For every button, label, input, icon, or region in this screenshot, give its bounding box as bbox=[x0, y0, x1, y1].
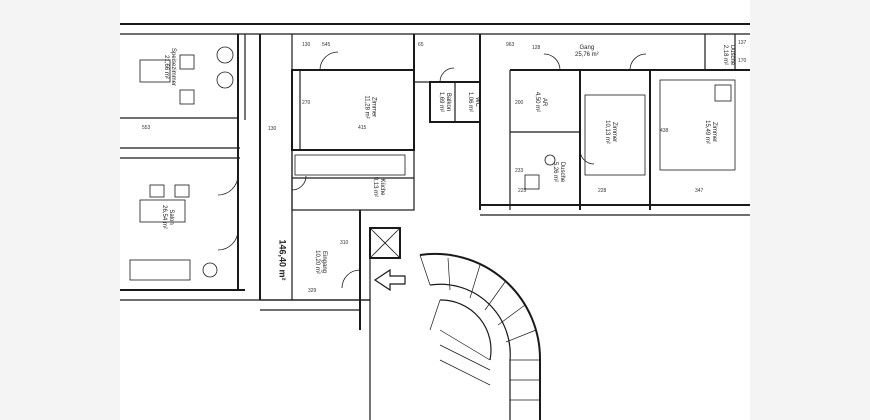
dim-137: 137 bbox=[738, 40, 747, 46]
room-zimmer-15: Zimmer 15,49 m² bbox=[703, 120, 717, 144]
dim-225: 225 bbox=[518, 188, 527, 194]
room-dusche-top-name: Dusche bbox=[729, 44, 736, 66]
dim-228: 228 bbox=[598, 188, 607, 194]
room-ar-area: 4,50 m² bbox=[534, 91, 541, 113]
floor-plan: Gang 25,76 m² Dusche 2,18 m² Speisezimme… bbox=[120, 0, 750, 420]
room-wc-area: 1,06 m² bbox=[467, 91, 474, 113]
dim-310: 310 bbox=[340, 240, 349, 246]
dim-270: 270 bbox=[302, 100, 311, 106]
room-zimmer-mid-name: Zimmer bbox=[370, 96, 377, 118]
dim-545: 545 bbox=[322, 42, 331, 48]
dim-170: 170 bbox=[738, 58, 747, 64]
room-zimmer-10-name: Zimmer bbox=[610, 121, 617, 143]
room-zimmer-15-name: Zimmer bbox=[710, 121, 717, 143]
room-dusche-top-area: 2,18 m² bbox=[722, 44, 729, 66]
room-zimmer-10: Zimmer 10,13 m² bbox=[603, 120, 617, 144]
room-dusche-mid-name: Dusche bbox=[559, 161, 566, 183]
room-zimmer-15-area: 15,49 m² bbox=[703, 120, 710, 144]
room-kueche-name: Küche bbox=[379, 178, 386, 196]
total-area: 146,40 m² bbox=[277, 239, 288, 281]
room-zimmer-mid-area: 11,28 m² bbox=[363, 95, 370, 119]
dim-130a: 130 bbox=[302, 42, 311, 48]
room-balkon-name: Balkon bbox=[445, 92, 452, 112]
dim-553: 553 bbox=[142, 125, 151, 131]
room-eingang-area: 10,20 m² bbox=[313, 250, 320, 274]
dim-130b: 130 bbox=[268, 126, 277, 132]
room-eingang: Eingang 10,20 m² bbox=[313, 250, 327, 274]
dim-329: 329 bbox=[308, 288, 317, 294]
dim-415: 415 bbox=[358, 125, 367, 131]
room-speisezimmer-area: 21,66 m² bbox=[163, 55, 170, 79]
room-dusche-mid-area: 5,26 m² bbox=[552, 161, 559, 183]
room-speisezimmer: Speisezimmer 21,66 m² bbox=[162, 48, 176, 86]
room-kueche-area: 9,13 m² bbox=[372, 176, 379, 198]
dim-233: 233 bbox=[515, 168, 524, 174]
room-salon-name: Salon bbox=[167, 209, 174, 225]
room-kueche: Küche 9,13 m² bbox=[371, 177, 385, 197]
floor-plan-drawing bbox=[120, 23, 750, 420]
room-gang-name: Gang bbox=[579, 45, 595, 51]
room-dusche-mid: Dusche 5,26 m² bbox=[551, 162, 565, 182]
room-speisezimmer-name: Speisezimmer bbox=[170, 47, 177, 87]
room-ar: AR 4,50 m² bbox=[533, 92, 547, 112]
dim-438: 438 bbox=[660, 128, 669, 134]
room-gang: Gang 25,76 m² bbox=[575, 45, 599, 59]
room-zimmer-10-area: 10,13 m² bbox=[603, 120, 610, 144]
dim-347: 347 bbox=[695, 188, 704, 194]
room-ar-name: AR bbox=[541, 97, 548, 107]
room-dusche-top: Dusche 2,18 m² bbox=[721, 45, 735, 65]
dim-65: 65 bbox=[418, 42, 424, 48]
room-salon-area: 26,54 m² bbox=[160, 205, 167, 229]
dim-128: 128 bbox=[532, 45, 541, 51]
dim-963: 963 bbox=[506, 42, 515, 48]
dim-200: 200 bbox=[515, 100, 524, 106]
room-balkon: Balkon 1,69 m² bbox=[437, 92, 451, 112]
room-gang-area: 25,76 m² bbox=[575, 52, 599, 58]
room-zimmer-mid: Zimmer 11,28 m² bbox=[363, 95, 377, 118]
room-wc-name: WC bbox=[474, 97, 481, 107]
room-eingang-name: Eingang bbox=[320, 250, 327, 274]
room-wc: WC 1,06 m² bbox=[466, 92, 480, 112]
room-balkon-area: 1,69 m² bbox=[438, 91, 445, 113]
room-salon: Salon 26,54 m² bbox=[160, 205, 174, 229]
